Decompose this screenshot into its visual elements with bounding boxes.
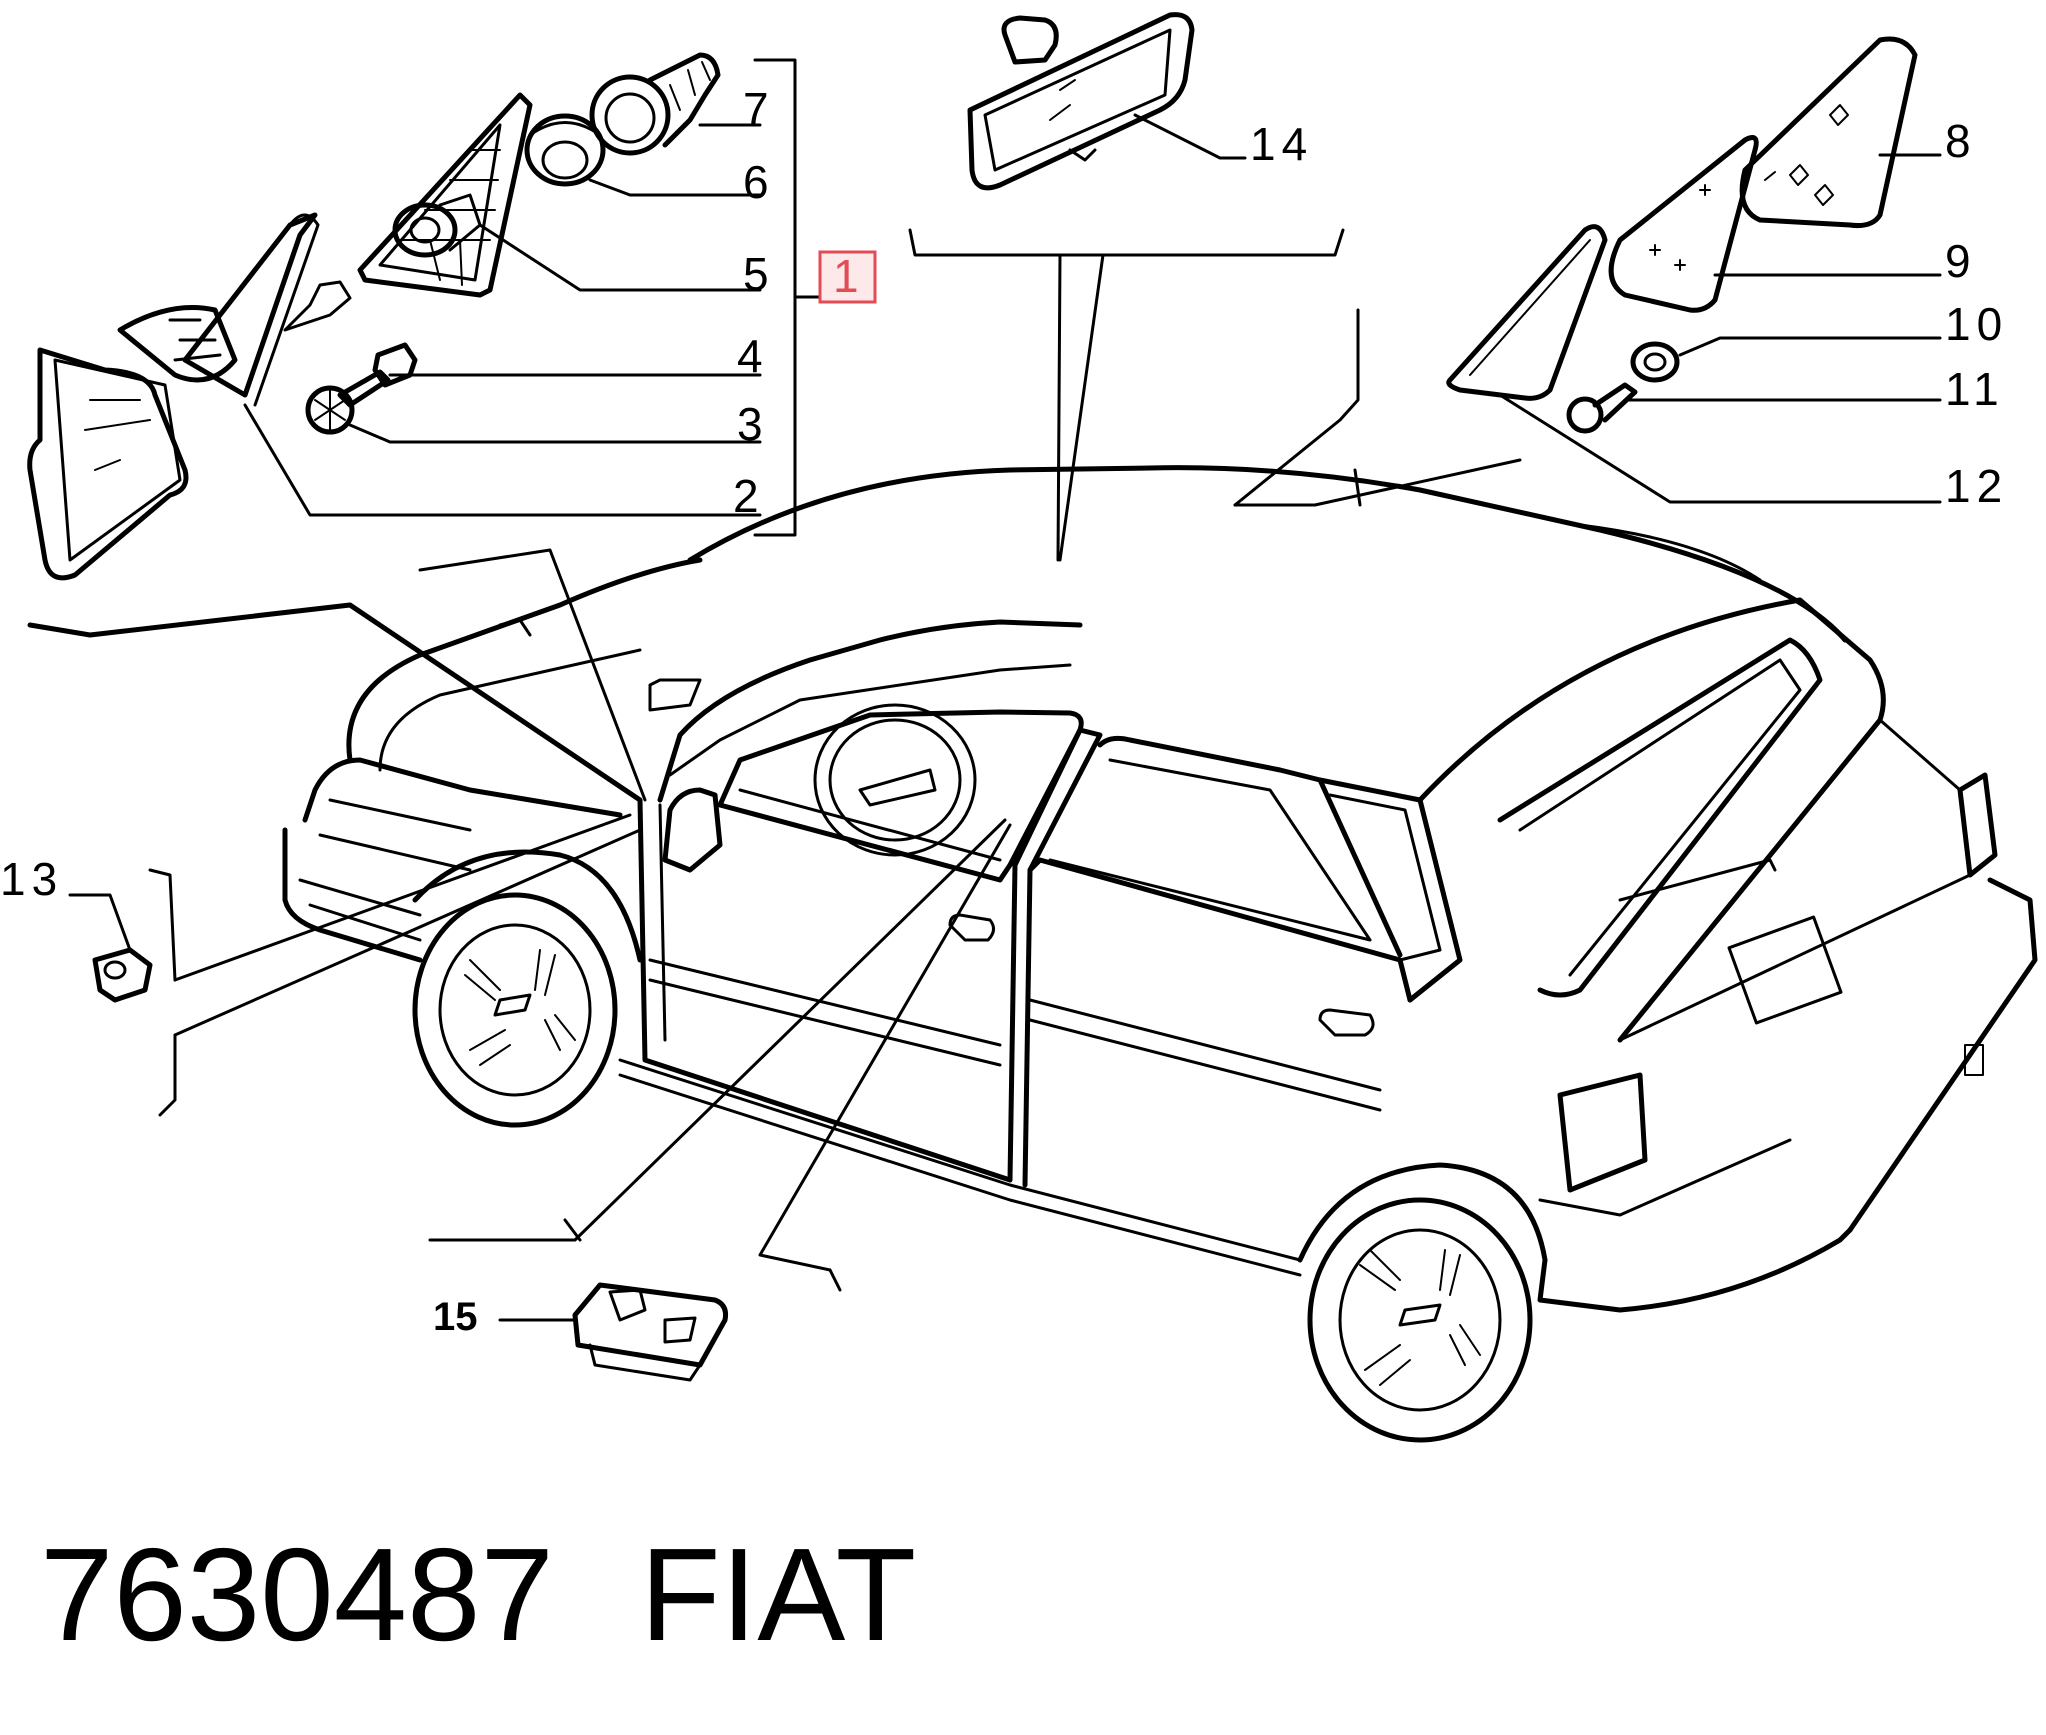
part-label-2: 2 [733, 470, 765, 522]
part-11-screw [1566, 382, 1638, 434]
bracket-14 [908, 228, 1345, 257]
part-5-bracket [357, 92, 533, 298]
leader-lines-mirror [243, 123, 762, 517]
part-label-13: 13 [0, 853, 63, 905]
part-label-4: 4 [737, 330, 769, 382]
leader-lines-car [27, 253, 1522, 1272]
part-15-switch [498, 1282, 728, 1382]
part-label-11: 11 [1945, 363, 2005, 415]
part-number: 7630487 [40, 1521, 554, 1668]
part-13-clip [68, 893, 153, 1003]
part-labels: 1 2 3 4 5 6 7 8 9 10 11 12 13 14 15 [0, 83, 2008, 1339]
part-label-15: 15 [433, 1295, 478, 1339]
part-10-nut [1630, 341, 1680, 383]
part-label-12: 12 [1945, 460, 2008, 512]
bracket-13 [148, 868, 177, 1117]
brand-name: FIAT [640, 1521, 916, 1668]
bracket-quarter [1233, 308, 1360, 507]
leader-lines-quarter [1498, 153, 1942, 504]
exterior-mirror-illustration [27, 212, 352, 581]
footer: 7630487 FIAT [40, 1521, 916, 1668]
part-label-9: 9 [1945, 235, 1977, 287]
part-label-3: 3 [737, 398, 769, 450]
part-label-14: 14 [1250, 118, 1313, 170]
part-14-rear-view-mirror [967, 12, 1247, 191]
part-label-5: 5 [743, 248, 775, 300]
part-label-10: 10 [1945, 298, 2008, 350]
bracket-15 [563, 1218, 842, 1292]
car-body-illustration [282, 465, 2038, 1443]
part-1-highlight-box [818, 250, 877, 304]
part-label-8: 8 [1945, 115, 1977, 167]
group-bracket [753, 58, 822, 537]
part-7-boot [589, 52, 721, 156]
part-label-7: 7 [743, 83, 775, 135]
part-8-trim [1739, 36, 1918, 228]
part-label-6: 6 [743, 156, 775, 208]
part-3-washer [305, 385, 355, 435]
part-12-quarter-glass [1446, 224, 1608, 401]
part-label-1: 1 [833, 250, 865, 302]
part-9-panel [1608, 135, 1759, 313]
